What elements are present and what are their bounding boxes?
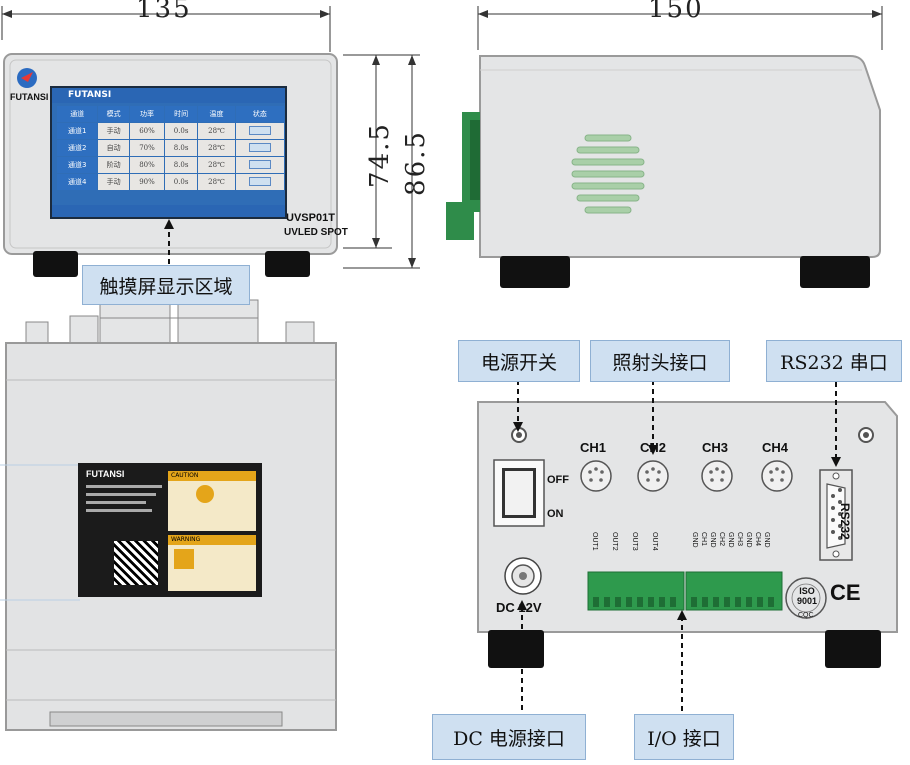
status-cell[interactable] (235, 174, 284, 190)
ce-mark: CE (830, 580, 861, 605)
io-pin-label: GND (691, 532, 698, 548)
side-view (446, 6, 883, 288)
nameplate-text-line (86, 485, 162, 488)
caution-sticker: CAUTION (168, 471, 256, 531)
status-toggle[interactable] (248, 176, 271, 186)
channel-label: 通道2 (57, 140, 98, 156)
io-pin-label: CH4 (754, 532, 761, 547)
iso-seal: ISO 9001 (796, 586, 818, 606)
dc-label: DC 12V (496, 600, 542, 615)
screen-header: 模式 (98, 106, 129, 122)
io-pin-label: GND (745, 532, 752, 548)
nameplate-text-line (86, 493, 156, 496)
screen-header: 通道 (57, 106, 98, 122)
screen-header: 功率 (129, 106, 165, 122)
temp-cell: 28℃ (198, 123, 235, 139)
power-cell: 80% (129, 157, 165, 173)
screen-row[interactable]: 通道3 阶动 80% 8.0s 28℃ (57, 157, 284, 173)
temp-cell: 28℃ (198, 140, 235, 156)
io-pin-label: CH2 (718, 532, 725, 547)
cqc-text: CQC (798, 612, 814, 619)
io-pin-label: CH1 (700, 532, 707, 547)
callout-rs232: RS232 串口 (766, 340, 902, 382)
screen-header: 温度 (198, 106, 235, 122)
qr-code-icon (114, 541, 158, 585)
dim-screen-height: 74.5 (365, 122, 395, 188)
screen-header: 时间 (165, 106, 198, 122)
status-cell[interactable] (235, 157, 284, 173)
io-pin-label: CH3 (736, 532, 743, 547)
warning-face-icon (196, 485, 214, 503)
power-cell: 60% (129, 123, 165, 139)
out4-label: OUT4 (651, 532, 658, 551)
caution-title: CAUTION (168, 471, 256, 481)
nameplate-text-line (86, 501, 146, 504)
ch1-label: CH1 (580, 440, 607, 455)
mode-cell: 阶动 (98, 157, 129, 173)
screen-header: 状态 (235, 106, 284, 122)
nameplate-brand: FUTANSI (86, 469, 125, 479)
status-cell[interactable] (235, 140, 284, 156)
out2-label: OUT2 (611, 532, 618, 551)
time-cell: 8.0s (165, 140, 198, 156)
ch4-label: CH4 (762, 440, 789, 455)
rs232-label: RS232 (838, 503, 852, 540)
switch-on-label: ON (547, 508, 564, 520)
temp-cell: 28℃ (198, 174, 235, 190)
callout-io-port: I/O 接口 (634, 714, 734, 760)
nameplate-label: FUTANSI CAUTION WARNING (78, 463, 262, 597)
screen-table: 通道 模式 功率 时间 温度 状态 通道1 手动 60% 0.0s 28℃ 通道… (56, 105, 285, 191)
channel-label: 通道3 (57, 157, 98, 173)
warning-sticker: WARNING (168, 535, 256, 591)
ch3-label: CH3 (702, 440, 729, 455)
tools-icon (174, 549, 194, 569)
time-cell: 8.0s (165, 157, 198, 173)
callout-touch-screen: 触摸屏显示区域 (82, 265, 250, 305)
mode-cell: 自动 (98, 140, 129, 156)
mode-cell: 手动 (98, 174, 129, 190)
temp-cell: 28℃ (198, 157, 235, 173)
status-toggle[interactable] (248, 142, 271, 152)
status-toggle[interactable] (248, 125, 271, 135)
out1-label: OUT1 (591, 532, 598, 551)
screen-row[interactable]: 通道1 手动 60% 0.0s 28℃ (57, 123, 284, 139)
ch2-label: CH2 (640, 440, 667, 455)
warning-title: WARNING (168, 535, 256, 545)
power-cell: 90% (129, 174, 165, 190)
time-cell: 0.0s (165, 174, 198, 190)
status-toggle[interactable] (248, 159, 271, 169)
nameplate-text-line (86, 509, 152, 512)
io-pin-label: GND (763, 532, 770, 548)
screen-row[interactable]: 通道4 手动 90% 0.0s 28℃ (57, 174, 284, 190)
front-model-sub: UVLED SPOT (284, 227, 348, 238)
touch-screen[interactable]: FUTANSI 通道 模式 功率 时间 温度 状态 通道1 手动 60% 0.0… (50, 86, 287, 219)
callout-power-switch: 电源开关 (458, 340, 580, 382)
out3-label: OUT3 (631, 532, 638, 551)
dim-side-length: 150 (648, 0, 704, 24)
front-model: UVSP01T (286, 212, 335, 224)
rear-view (477, 380, 898, 712)
switch-off-label: OFF (547, 474, 569, 486)
io-pin-label: GND (727, 532, 734, 548)
power-cell: 70% (129, 140, 165, 156)
callout-lamp-port: 照射头接口 (590, 340, 730, 382)
channel-label: 通道1 (57, 123, 98, 139)
front-logo-text: FUTANSI (10, 92, 49, 102)
screen-row[interactable]: 通道2 自动 70% 8.0s 28℃ (57, 140, 284, 156)
screen-footer (52, 205, 285, 217)
io-pin-label: GND (709, 532, 716, 548)
screen-brand: FUTANSI (52, 88, 285, 103)
callout-dc-port: DC 电源接口 (432, 714, 586, 760)
dim-front-width: 135 (136, 0, 192, 24)
channel-label: 通道4 (57, 174, 98, 190)
dim-total-height: 86.5 (401, 130, 431, 196)
mode-cell: 手动 (98, 123, 129, 139)
time-cell: 0.0s (165, 123, 198, 139)
status-cell[interactable] (235, 123, 284, 139)
